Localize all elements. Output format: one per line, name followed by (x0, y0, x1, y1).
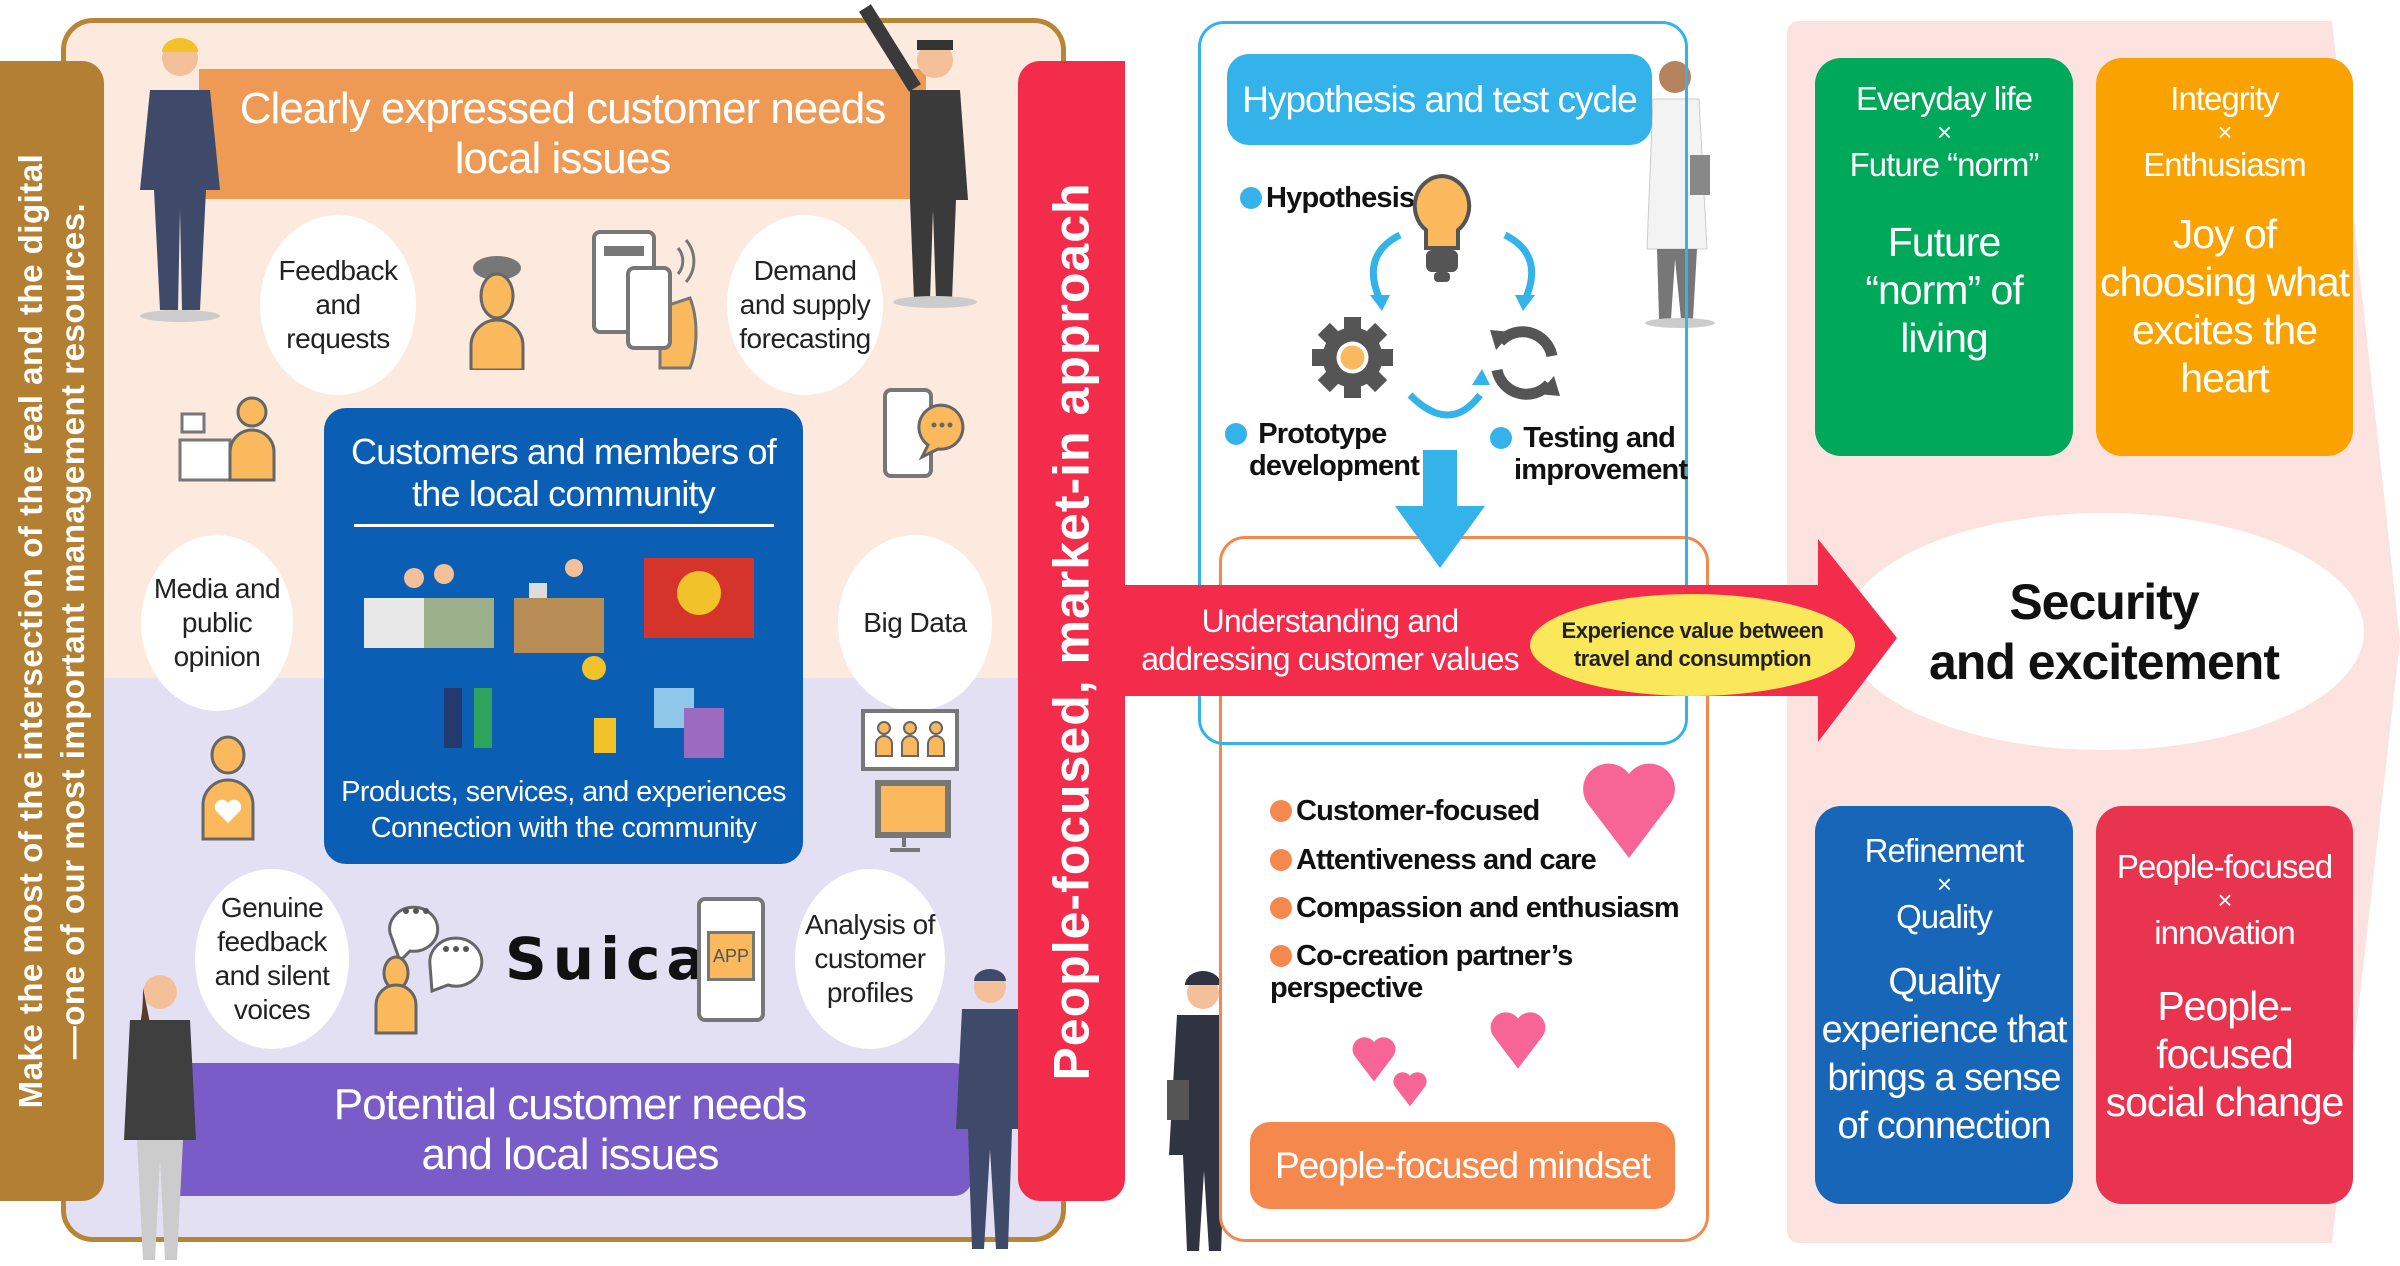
community-illustration (364, 558, 754, 758)
circle-analysis: Analysis of customer profiles (795, 869, 945, 1049)
times-sign: × (2217, 885, 2232, 915)
hypothesis-label: Hypothesis (1240, 182, 1415, 214)
market-in-bar (1018, 61, 1125, 1201)
value-a: Integrity (2170, 80, 2279, 117)
mindset-item: Compassion and enthusiasm (1270, 892, 1680, 924)
goal-line2: and excitement (1928, 633, 2280, 690)
value-box-blue: Refinement × Quality Quality experience … (1815, 806, 2073, 1204)
left-text-line1: Make the most of the intersection of the… (12, 153, 49, 1109)
scientist-figure (1645, 61, 1715, 328)
value-b: Enthusiasm (2143, 146, 2306, 183)
value-main: Future “norm” of living (1865, 219, 2023, 361)
circle-feedback: Feedback and requests (260, 215, 416, 395)
community-title-line2: the local community (412, 473, 716, 514)
circle-big-data: Big Data (838, 535, 992, 711)
gear-icon (1312, 317, 1393, 398)
heart-icon-large (1583, 763, 1675, 858)
market-in-text: People-focused, market-in approach (1043, 182, 1099, 1081)
value-b: Future “norm” (1849, 146, 2040, 183)
station-staff-figure (956, 969, 1024, 1249)
customer-values-text: Understanding and addressing customer va… (1125, 590, 1535, 690)
prototype-line2: development (1249, 450, 1420, 482)
value-main: People- focused social change (2105, 983, 2345, 1125)
left-vertical-text: Make the most of the intersection of the… (0, 61, 104, 1201)
arrow-line2: addressing customer values (1141, 641, 1519, 677)
mindset-item: Attentiveness and care (1270, 844, 1597, 876)
explicit-needs-banner: Clearly expressed customer needs local i… (199, 69, 926, 199)
app-label: APP (707, 931, 755, 981)
circle-media: Media and public opinion (141, 535, 293, 711)
value-box-red: People-focused × innovation People- focu… (2096, 806, 2353, 1204)
heart-icon-small (1393, 1072, 1427, 1107)
title-divider (354, 524, 774, 527)
circle-genuine: Genuine feedback and silent voices (195, 869, 349, 1049)
left-vertical-bar (0, 61, 104, 1201)
maintenance-worker-figure (140, 38, 220, 322)
value-box-green: Everyday life × Future “norm” Future “no… (1815, 58, 2073, 456)
mindset-item: Customer-focused (1270, 795, 1540, 827)
testing-line2: improvement (1514, 454, 1688, 486)
chat-person-icon (374, 905, 484, 1035)
banner-line2: local issues (454, 134, 671, 183)
potential-needs-banner: Potential customer needs and local issue… (168, 1063, 972, 1196)
times-sign: × (1936, 117, 1952, 147)
value-main: Quality experience that brings a sense o… (1821, 961, 2068, 1147)
prototype-line1: Prototype (1258, 418, 1387, 450)
arrow-line1: Understanding and (1201, 603, 1460, 639)
left-text-line2: —one of our most important management re… (54, 202, 91, 1060)
banner-line2: and local issues (421, 1129, 719, 1179)
banner-line1: Clearly expressed customer needs (239, 84, 886, 133)
suica-logo: Suica (505, 925, 712, 993)
badge-line2: travel and consumption (1573, 646, 1812, 671)
value-a: People-focused (2116, 848, 2333, 885)
experience-value-badge: Experience value between travel and cons… (1530, 594, 1855, 696)
goal-line1: Security (2009, 573, 2199, 630)
office-worker-figure (124, 975, 196, 1260)
badge-line1: Experience value between (1561, 618, 1824, 643)
online-meeting-icon (861, 709, 959, 852)
value-main: Joy of choosing what excites the heart (2099, 211, 2350, 401)
value-b: Quality (1896, 898, 1993, 935)
conductor-person-icon (469, 256, 525, 370)
community-title-line1: Customers and members of (351, 431, 777, 472)
circle-demand: Demand and supply forecasting (727, 215, 883, 395)
cycle-title-banner: Hypothesis and test cycle (1227, 54, 1652, 145)
community-footer-line1: Products, services, and experiences (341, 776, 786, 808)
heart-person-icon (201, 735, 255, 841)
banner-line1: Potential customer needs (333, 1079, 808, 1129)
security-excitement-goal: Security and excitement (1844, 513, 2364, 750)
community-box: Customers and members of the local commu… (324, 408, 803, 864)
times-sign: × (2217, 117, 2232, 147)
cycle-frame (1198, 21, 1688, 745)
app-phone-icon: APP (697, 897, 765, 1022)
value-box-orange: Integrity × Enthusiasm Joy of choosing w… (2096, 58, 2353, 456)
conductor-pointing-figure (859, 4, 977, 308)
heart-icon-small (1490, 1012, 1546, 1069)
phone-chat-icon (883, 388, 965, 478)
down-arrow (1395, 450, 1485, 568)
people-focused-mindset-button: People-focused mindset (1250, 1122, 1675, 1209)
value-a: Refinement (1864, 832, 2025, 869)
heart-icon-small (1352, 1037, 1396, 1082)
community-footer-line2: Connection with the community (370, 812, 757, 844)
testing-line1: Testing and (1523, 422, 1676, 454)
lightbulb-icon (1412, 173, 1472, 282)
times-sign: × (1936, 869, 1952, 899)
cashier-person-icon (178, 396, 276, 482)
cycle-arrows (1369, 231, 1536, 419)
value-b: innovation (2154, 914, 2295, 951)
refresh-icon (1490, 326, 1560, 400)
value-a: Everyday life (1856, 80, 2033, 117)
ic-card-phone-icon (592, 230, 698, 370)
mindset-item: Co-creation partner’s perspective (1270, 940, 1573, 1004)
